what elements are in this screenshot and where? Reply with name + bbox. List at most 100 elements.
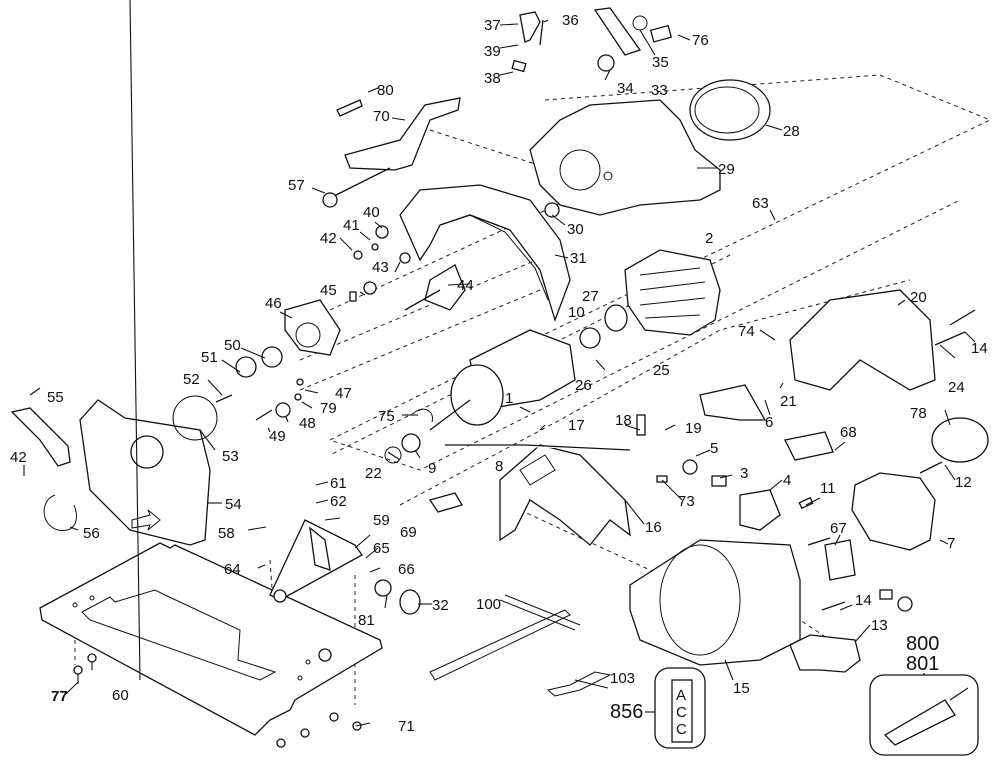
spindle-gear (424, 264, 466, 311)
base-plate (39, 542, 383, 736)
gear-housing (529, 99, 721, 216)
label-48: 48 (299, 415, 316, 432)
brush-cap-5 (682, 459, 698, 475)
label-20: 20 (910, 289, 927, 306)
label-37: 37 (484, 17, 501, 34)
label-50: 50 (224, 337, 241, 354)
label-71: 71 (398, 718, 415, 735)
base-screws (73, 653, 362, 748)
end-cap (851, 472, 936, 551)
label-14-top: 14 (971, 340, 988, 357)
label-78: 78 (910, 405, 927, 422)
label-856: 856 (610, 701, 643, 723)
motor-housing (629, 539, 801, 666)
label-17: 17 (568, 417, 585, 434)
acc-letter-c2: C (676, 721, 687, 738)
label-100: 100 (476, 596, 501, 613)
label-46: 46 (265, 295, 282, 312)
retaining-ring-75 (414, 408, 434, 423)
label-55: 55 (47, 389, 64, 406)
brush-holder-67 (824, 539, 856, 581)
guard-spring (172, 395, 218, 441)
label-59: 59 (373, 512, 390, 529)
label-75: 75 (378, 408, 395, 425)
label-69: 69 (400, 524, 417, 541)
label-19: 19 (685, 420, 702, 437)
label-63: 63 (752, 195, 769, 212)
label-51: 51 (201, 349, 218, 366)
label-78 (931, 417, 989, 463)
nameplate-68 (784, 431, 834, 461)
cord-set (445, 444, 631, 451)
rip-fence (429, 594, 581, 681)
label-7: 7 (947, 535, 955, 552)
brush-3 (711, 475, 727, 487)
label-39: 39 (484, 43, 501, 60)
bearing-10 (579, 327, 601, 349)
label-800: 800 (906, 633, 939, 655)
screw-80 (336, 99, 363, 117)
label-6: 6 (765, 414, 773, 431)
label-80: 80 (377, 82, 394, 99)
label-42-top: 42 (320, 230, 337, 247)
label-30: 30 (567, 221, 584, 238)
label-29: 29 (718, 161, 735, 178)
label-21: 21 (780, 393, 797, 410)
label-26: 26 (575, 377, 592, 394)
label-79: 79 (320, 400, 337, 417)
washer-81 (374, 579, 392, 597)
bushing-48 (275, 402, 291, 418)
label-3: 3 (740, 465, 748, 482)
label-41: 41 (343, 217, 360, 234)
label-38: 38 (484, 70, 501, 87)
label-73: 73 (678, 493, 695, 510)
label-13: 13 (871, 617, 888, 634)
label-28: 28 (783, 123, 800, 140)
label-5: 5 (710, 440, 718, 457)
label-9: 9 (428, 460, 436, 477)
label-57: 57 (288, 177, 305, 194)
label-47: 47 (335, 385, 352, 402)
upper-blade-guard (399, 184, 571, 323)
bearing-9 (401, 433, 421, 453)
switch-clamp-18 (636, 414, 646, 436)
blade-wrench (546, 671, 612, 697)
armature (429, 329, 576, 431)
label-53: 53 (222, 448, 239, 465)
o-ring-22 (384, 446, 402, 464)
label-801: 801 (906, 653, 939, 675)
top-small-parts (511, 7, 673, 218)
label-54: 54 (225, 496, 242, 513)
inset-856: A C C (654, 667, 706, 749)
label-61: 61 (330, 475, 347, 492)
label-16: 16 (645, 519, 662, 536)
depth-screw (329, 167, 391, 199)
brush-holder-4 (739, 489, 781, 531)
label-49: 49 (269, 428, 286, 445)
label-1: 1 (505, 390, 513, 407)
acc-letter-c1: C (676, 704, 687, 721)
label-24: 24 (948, 379, 965, 396)
fan-baffle (689, 79, 771, 141)
switch-6 (699, 384, 767, 421)
label-34: 34 (617, 80, 634, 97)
field-assembly (624, 249, 721, 336)
retaining-ring (43, 494, 77, 531)
label-36: 36 (562, 12, 579, 29)
label-74: 74 (738, 323, 755, 340)
label-52: 52 (183, 371, 200, 388)
label-11: 11 (820, 480, 836, 497)
leader-lines (23, 0, 976, 727)
label-33: 33 (651, 82, 668, 99)
label-8: 8 (495, 458, 503, 475)
label-44: 44 (457, 277, 474, 294)
label-25: 25 (653, 362, 670, 379)
label-43: 43 (372, 259, 389, 276)
label-81: 81 (358, 612, 375, 629)
label-45: 45 (320, 282, 337, 299)
label-56: 56 (83, 525, 100, 542)
label-27: 27 (582, 288, 599, 305)
label-64: 64 (224, 561, 241, 578)
lower-blade-guard (79, 399, 211, 546)
